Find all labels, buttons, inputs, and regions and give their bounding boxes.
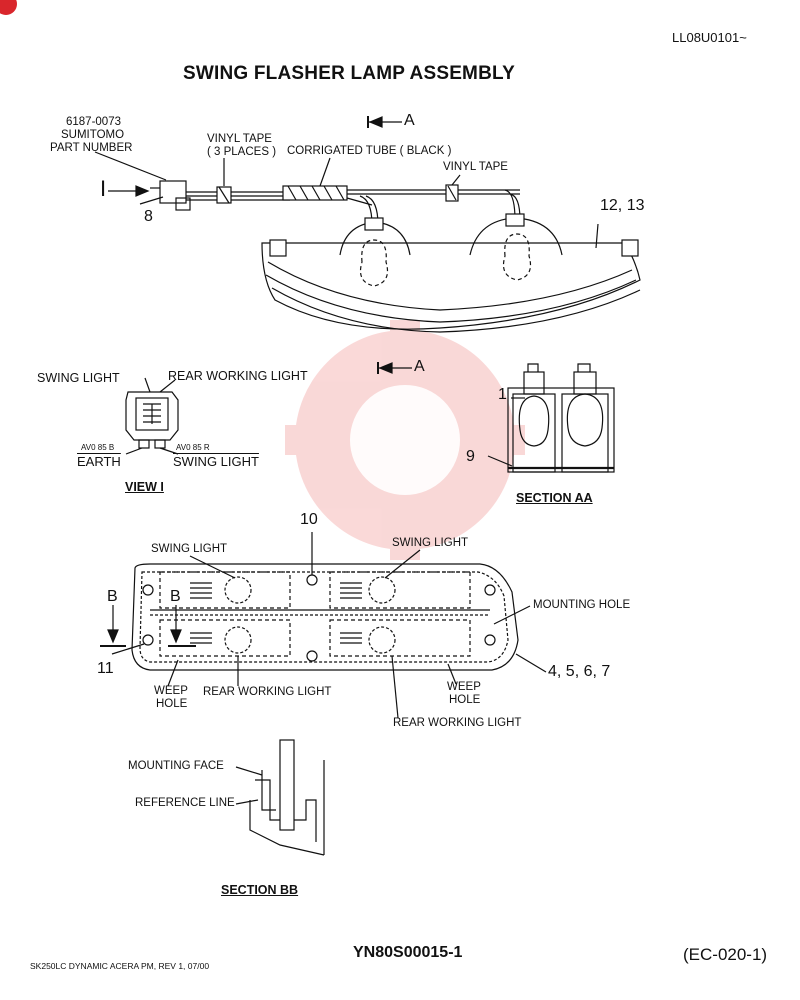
- section-aa-caption: SECTION AA: [516, 491, 593, 505]
- connector-body: [159, 180, 187, 204]
- page-title: SWING FLASHER LAMP ASSEMBLY: [183, 63, 515, 84]
- footer-revision: SK250LC DYNAMIC ACERA PM, REV 1, 07/00: [30, 961, 210, 971]
- corner-mark: [0, 0, 17, 15]
- view-i-caption: VIEW I: [125, 480, 164, 494]
- view-i-marker: I: [100, 176, 107, 201]
- wire-label-right: AV0 85 R: [176, 443, 210, 452]
- item-number-8: 8: [144, 208, 153, 225]
- top-assembly: [94, 116, 641, 333]
- section-bb-caption: SECTION BB: [221, 883, 299, 897]
- weep-hole-right-line2: HOLE: [449, 694, 481, 706]
- reference-line-label: REFERENCE LINE: [135, 797, 235, 809]
- rear-working-light-right: REAR WORKING LIGHT: [393, 717, 522, 729]
- view-i-swing-light-bottom: SWING LIGHT: [173, 454, 259, 469]
- footer-page-code: (EC-020-1): [683, 945, 768, 964]
- section-a-marker-mid: A: [414, 358, 425, 375]
- weep-hole-left-line2: HOLE: [156, 698, 188, 710]
- section-aa: [377, 362, 615, 473]
- view-i-swing-light-top: SWING LIGHT: [37, 371, 120, 385]
- view-i-earth: EARTH: [77, 454, 121, 469]
- connector-part-line3: PART NUMBER: [50, 142, 133, 154]
- corrugated-tube-label: CORRIGATED TUBE ( BLACK ): [287, 145, 452, 157]
- connector-part-line2: SUMITOMO: [61, 129, 125, 141]
- item-number-9: 9: [466, 448, 475, 465]
- item-number-1: 1: [498, 386, 507, 403]
- section-b-marker-outer: B: [107, 588, 118, 605]
- view-i-rear-working-light: REAR WORKING LIGHT: [168, 369, 308, 383]
- front-swing-light-right: SWING LIGHT: [392, 537, 469, 549]
- vinyl-tape-label: VINYL TAPE: [207, 133, 272, 145]
- mounting-hole-label: MOUNTING HOLE: [533, 599, 631, 611]
- vinyl-tape-places: ( 3 PLACES ): [207, 146, 277, 158]
- footer-drawing-number: YN80S00015-1: [353, 944, 463, 961]
- items-4-5-6-7: 4, 5, 6, 7: [548, 663, 611, 680]
- connector-part-line1: 6187-0073: [66, 116, 121, 128]
- rear-working-light-left: REAR WORKING LIGHT: [203, 686, 332, 698]
- item-number-10: 10: [300, 511, 318, 528]
- weep-hole-left-line1: WEEP: [154, 685, 188, 697]
- weep-hole-right-line1: WEEP: [447, 681, 481, 693]
- section-b-marker-inner: B: [170, 588, 181, 605]
- item-number-11: 11: [97, 660, 114, 677]
- mounting-face-label: MOUNTING FACE: [128, 760, 224, 772]
- wire-label-left: AV0 85 B: [81, 443, 115, 452]
- vinyl-tape-2-label: VINYL TAPE: [443, 161, 508, 173]
- section-bb: [235, 739, 325, 856]
- front-swing-light-left: SWING LIGHT: [151, 543, 228, 555]
- section-a-marker-top: A: [404, 112, 415, 129]
- doc-code: LL08U0101~: [672, 30, 747, 45]
- item-number-12-13: 12, 13: [600, 197, 645, 214]
- front-view-lamp: [100, 532, 547, 719]
- view-i-connector: [125, 377, 179, 455]
